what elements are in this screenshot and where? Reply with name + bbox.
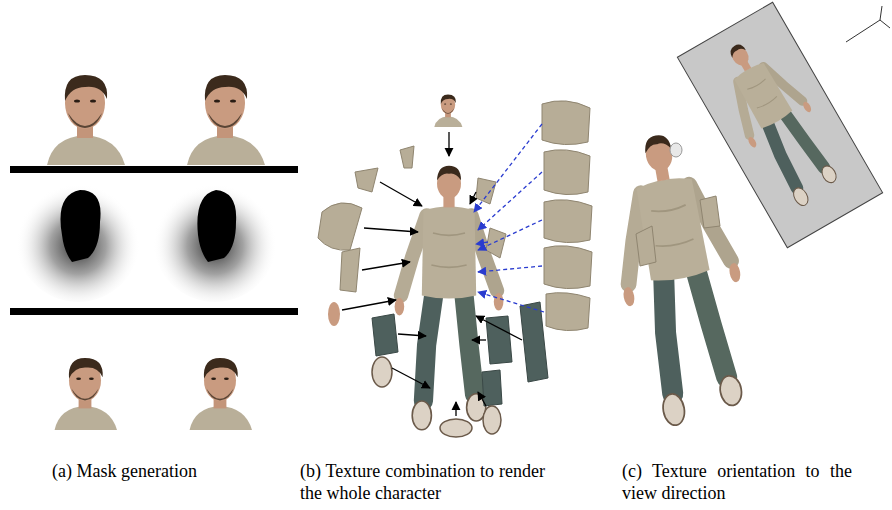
texture-combination-panel-part-part	[476, 242, 488, 244]
texture-combination-panel-part-part	[478, 220, 542, 250]
texture-combination-panel-part-part	[470, 192, 476, 204]
texture-combination-panel-part-part	[355, 168, 378, 192]
texture-orientation-panel-part-part	[846, 20, 880, 42]
texture-orientation-panel-part	[670, 143, 682, 157]
texture-combination-panel-part-part	[486, 228, 506, 258]
texture-orientation-panel-part-part	[636, 226, 656, 266]
texture-combination-panel-part-part	[380, 182, 422, 206]
mask-generation-panel-part	[187, 75, 265, 165]
texture-combination-panel-part-part	[478, 292, 544, 312]
texture-combination-panel-part-part	[478, 392, 486, 406]
texture-combination-panel-part-part	[372, 357, 392, 387]
texture-combination-panel-part	[434, 95, 462, 127]
texture-combination-panel-part-part	[476, 178, 496, 204]
texture-orientation-panel-part	[597, 125, 764, 430]
texture-combination-panel-part-part	[482, 370, 502, 406]
texture-combination-panel-part-part	[544, 150, 590, 195]
texture-combination-panel-part-part	[318, 203, 362, 250]
texture-orientation-panel-part-part	[880, 20, 890, 28]
texture-combination-panel-part-part	[483, 406, 501, 434]
texture-orientation-panel-part-part	[880, 6, 882, 20]
texture-orientation-panel-part-part	[677, 2, 882, 248]
mask-generation-panel-part	[47, 75, 125, 165]
texture-combination-panel-part	[342, 132, 522, 416]
texture-orientation-panel	[597, 2, 890, 430]
texture-combination-panel-part-part	[342, 300, 396, 310]
texture-orientation-panel-part-part	[703, 28, 851, 214]
mask-generation-panel-part	[16, 178, 140, 302]
texture-combination-panel-part	[318, 101, 592, 331]
texture-combination-panel-part-part	[392, 368, 430, 388]
texture-combination-panel-part	[372, 302, 548, 406]
subfigure-caption: (b) Texture combination to render the wh…	[300, 460, 545, 504]
texture-combination-panel	[318, 95, 592, 437]
mask-generation-panel-part	[60, 190, 100, 262]
texture-orientation-panel-part-part	[700, 196, 720, 228]
texture-combination-panel-part-part	[398, 334, 426, 336]
texture-combination-panel-part-part	[544, 246, 592, 289]
texture-combination-panel-part-part	[440, 419, 472, 437]
texture-combination-panel-part	[474, 124, 544, 312]
texture-combination-panel-part-part	[478, 266, 542, 272]
texture-combination-panel-part-part	[546, 293, 590, 331]
mask-generation-panel-part	[190, 358, 252, 430]
mask-generation-panel-part	[10, 308, 298, 315]
subfigure-caption: (a) Mask generation	[52, 460, 262, 482]
texture-combination-panel-part-part	[362, 262, 410, 270]
mask-generation-panel-part	[153, 178, 277, 302]
texture-orientation-panel-part	[677, 2, 882, 248]
mask-generation-panel-part	[55, 358, 117, 430]
texture-combination-panel-part-part	[340, 248, 360, 292]
mask-generation-panel-part	[10, 166, 298, 173]
texture-orientation-panel-part	[636, 196, 720, 266]
texture-combination-panel-part-part	[542, 101, 590, 145]
subfigure-caption: (c) Texture orientation to the view dire…	[622, 460, 852, 504]
texture-combination-panel-part-part	[448, 132, 449, 156]
mask-generation-panel-part	[197, 190, 236, 262]
texture-combination-panel-part-part	[455, 402, 456, 416]
texture-combination-panel-part	[372, 357, 501, 437]
texture-combination-panel-part-part	[478, 172, 542, 230]
texture-combination-panel-part-part	[364, 228, 418, 232]
texture-orientation-panel-part	[846, 6, 890, 42]
texture-combination-panel-part	[328, 302, 340, 326]
mask-generation-panel	[10, 75, 298, 430]
texture-combination-panel-part-part	[372, 314, 398, 356]
texture-combination-panel-part-part	[472, 339, 486, 340]
texture-combination-panel-part-part	[520, 302, 548, 382]
texture-combination-panel-part-part	[544, 200, 592, 243]
texture-combination-panel-part-part	[474, 124, 542, 212]
texture-combination-panel-part-part	[400, 146, 414, 168]
texture-combination-panel-part	[395, 166, 504, 430]
texture-combination-panel-part-part	[476, 316, 522, 340]
